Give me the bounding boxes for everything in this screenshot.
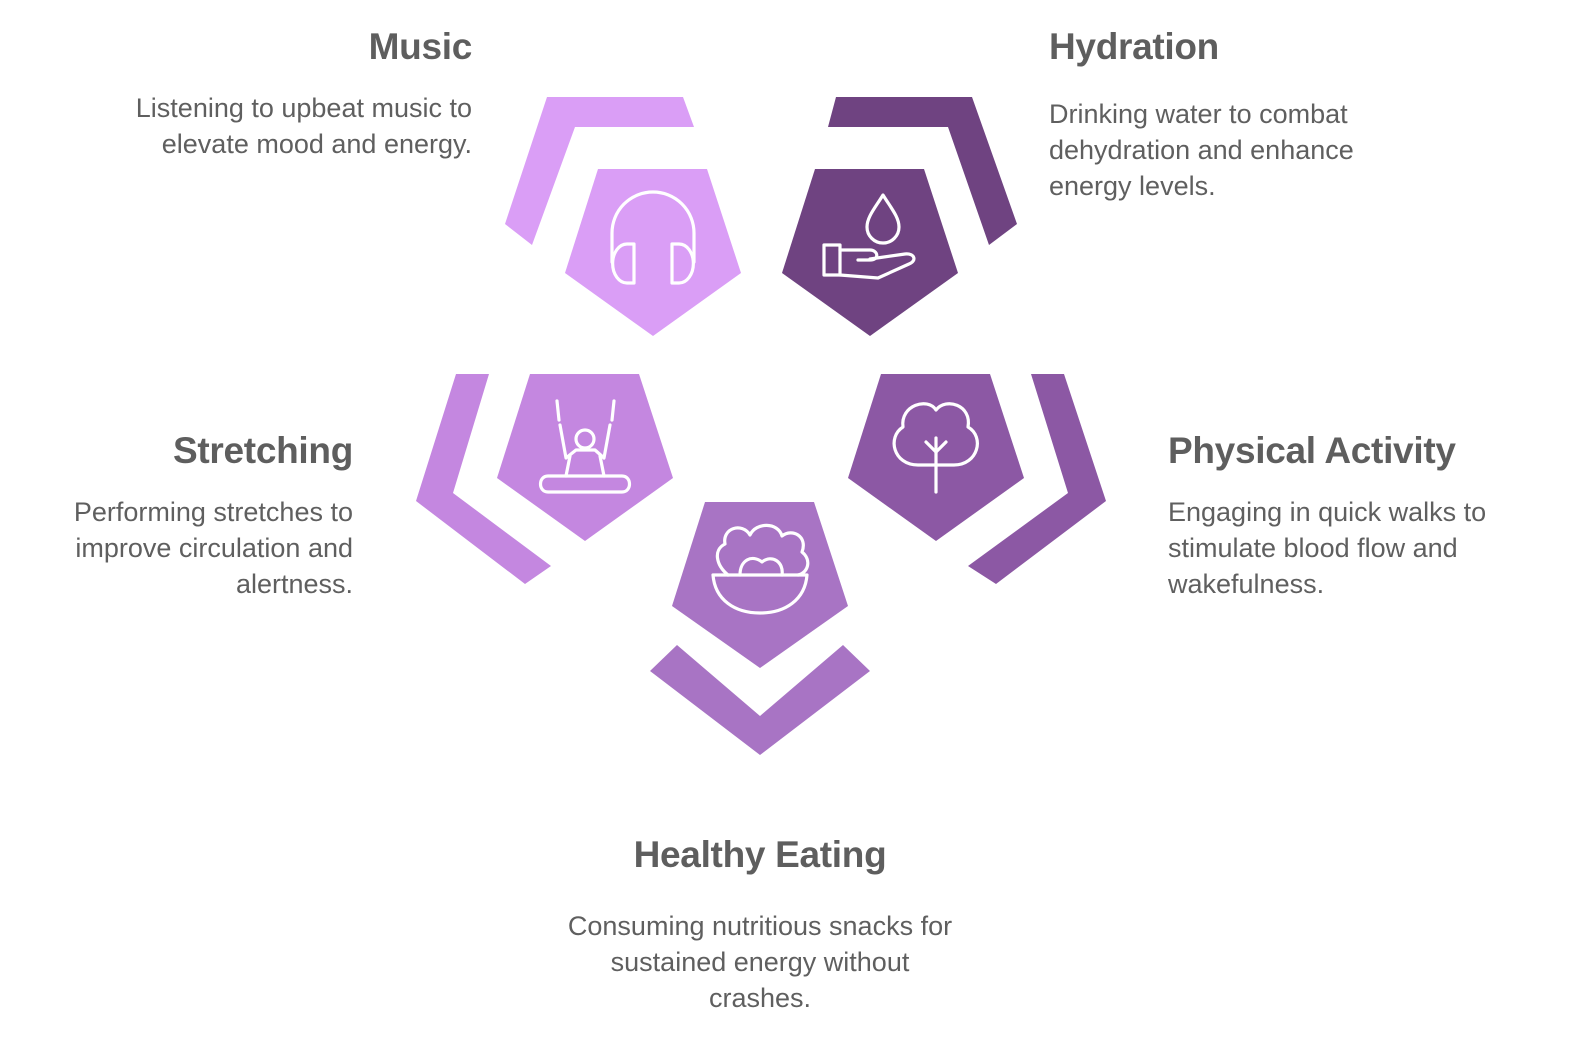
- music-pentagon: [565, 169, 741, 336]
- music-segment: [505, 97, 741, 336]
- hydration-segment: [782, 97, 1017, 336]
- music-label: Music Listening to upbeat music to eleva…: [60, 26, 473, 162]
- music-title: Music: [368, 26, 473, 67]
- hydration-description: Drinking water to combat dehydration and…: [1049, 99, 1354, 201]
- healthy-eating-segment: [650, 502, 870, 755]
- healthy-eating-description: Consuming nutritious snacks for sustaine…: [567, 911, 953, 1013]
- hydration-label: Hydration Drinking water to combat dehyd…: [1049, 26, 1399, 204]
- healthy-eating-bracket: [650, 645, 870, 755]
- hydration-pentagon: [782, 169, 958, 336]
- headphones-icon: [610, 190, 696, 285]
- stretching-title: Stretching: [173, 430, 353, 471]
- stretching-label: Stretching Performing stretches to impro…: [20, 430, 353, 602]
- physical-activity-segment: [848, 374, 1106, 584]
- stretching-segment: [416, 374, 673, 584]
- healthy-eating-label: Healthy Eating Consuming nutritious snac…: [556, 834, 964, 1016]
- physical-activity-title: Physical Activity: [1168, 430, 1456, 471]
- music-bracket: [505, 97, 694, 245]
- physical-activity-bracket: [968, 374, 1106, 584]
- tree-icon: [892, 402, 979, 494]
- hydration-bracket: [828, 97, 1017, 245]
- hydration-title: Hydration: [1049, 26, 1219, 67]
- water-drop-hand-icon: [822, 193, 916, 280]
- physical-activity-description: Engaging in quick walks to stimulate blo…: [1168, 497, 1487, 599]
- stretching-pentagon: [497, 374, 673, 541]
- stretching-person-icon: [538, 399, 632, 494]
- stretching-description: Performing stretches to improve circulat…: [73, 497, 353, 599]
- salad-bowl-icon: [711, 523, 810, 615]
- physical-activity-label: Physical Activity Engaging in quick walk…: [1168, 430, 1538, 602]
- music-description: Listening to upbeat music to elevate moo…: [135, 93, 472, 159]
- healthy-eating-title: Healthy Eating: [633, 834, 887, 875]
- stretching-bracket: [416, 374, 551, 584]
